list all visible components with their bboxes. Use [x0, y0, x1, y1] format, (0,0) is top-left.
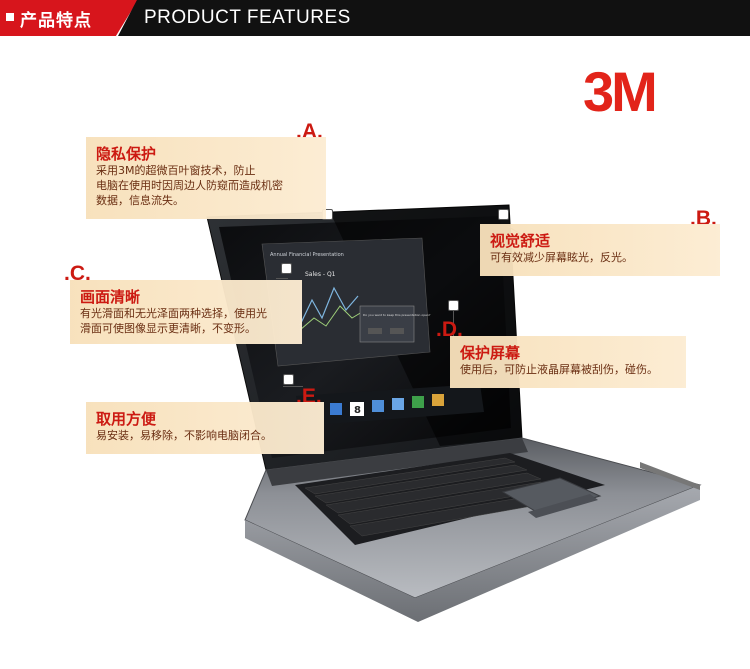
feature-text-a-3: 数据，信息流失。 — [96, 194, 184, 207]
marker-dot-c — [281, 263, 292, 274]
connector-line-c — [276, 278, 288, 279]
screen-taskbar-number: 8 — [354, 405, 361, 416]
bullet-icon — [6, 13, 14, 21]
screen-dialog — [359, 305, 415, 343]
screen-chart-line — [299, 286, 359, 326]
marker-dot-e — [283, 374, 294, 385]
marker-dot-d — [448, 300, 459, 311]
feature-callout-c: 画面清晰 有光滑面和无光泽面两种选择，使用光 滑面可使图像显示更清晰，不变形。 — [70, 280, 302, 344]
feature-callout-d: 保护屏幕 使用后，可防止液晶屏幕被刮伤，碰伤。 — [450, 336, 686, 388]
feature-title-b: 视觉舒适 — [490, 232, 551, 250]
feature-text-a-2: 电脑在使用时因周边人防窥而造成机密 — [96, 179, 283, 192]
feature-text-d-1: 使用后，可防止液晶屏幕被刮伤，碰伤。 — [460, 363, 658, 376]
feature-title-c: 画面清晰 — [80, 288, 141, 306]
feature-text-c-2: 滑面可使图像显示更清晰，不变形。 — [80, 322, 256, 335]
marker-dot-b — [498, 209, 509, 220]
feature-title-e: 取用方便 — [96, 410, 157, 428]
header-en-banner: PRODUCT FEATURES — [118, 0, 750, 36]
feature-callout-a: 隐私保护 采用3M的超微百叶窗技术，防止 电脑在使用时因周边人防窥而造成机密 数… — [86, 137, 326, 219]
feature-callout-e: 取用方便 易安装，易移除，不影响电脑闭合。 — [86, 402, 324, 454]
screen-window-title: Annual Financial Presentation — [270, 252, 344, 258]
screen-chart-label: Sales - Q1 — [305, 271, 336, 278]
laptop-keys — [304, 457, 573, 537]
feature-title-d: 保护屏幕 — [460, 344, 521, 362]
screen-dialog-text: Do you want to keep this presentation op… — [363, 313, 431, 317]
feature-text-a-1: 采用3M的超微百叶窗技术，防止 — [96, 164, 256, 177]
feature-text-e-1: 易安装，易移除，不影响电脑闭合。 — [96, 429, 272, 442]
feature-title-a: 隐私保护 — [96, 145, 157, 163]
laptop-touchpad — [501, 477, 602, 515]
header-bar: 产品特点 PRODUCT FEATURES — [0, 0, 750, 36]
feature-text-b-1: 可有效减少屏幕眩光，反光。 — [490, 251, 633, 264]
connector-line-e — [283, 386, 303, 387]
screen-taskbar-8 — [350, 402, 364, 416]
header-title-cn: 产品特点 — [20, 11, 92, 31]
header-cn-banner: 产品特点 — [0, 0, 138, 36]
feature-text-c-1: 有光滑面和无光泽面两种选择，使用光 — [80, 307, 267, 320]
header-title-en: PRODUCT FEATURES — [144, 7, 351, 28]
brand-logo: 3M — [583, 60, 658, 123]
feature-callout-b: 视觉舒适 可有效减少屏幕眩光，反光。 — [480, 224, 720, 276]
laptop-front-edge — [245, 485, 700, 622]
